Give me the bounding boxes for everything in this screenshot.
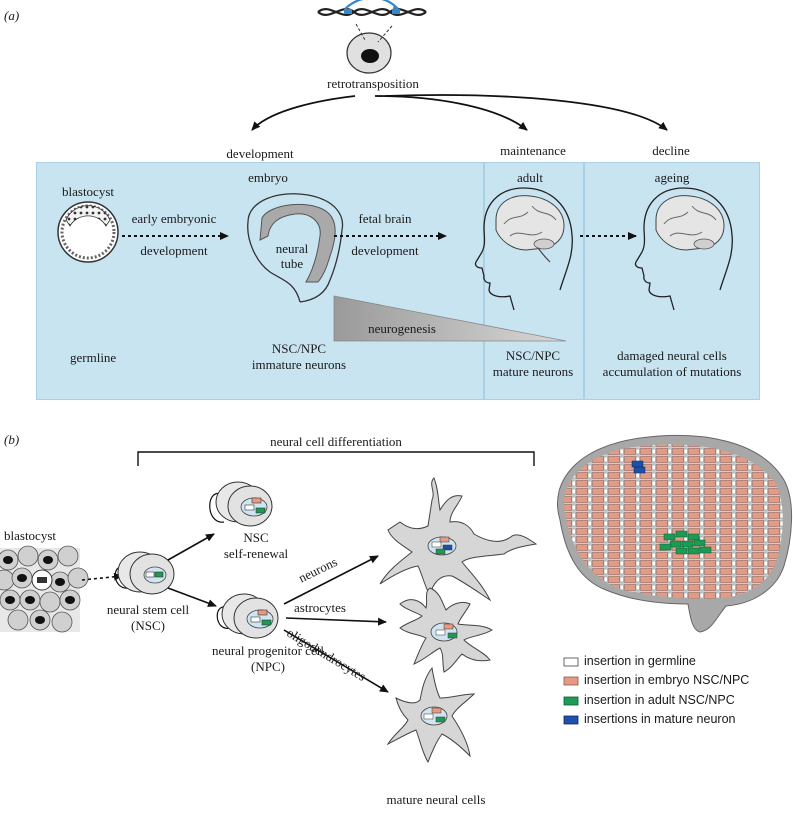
arrow-astrocytes — [285, 617, 387, 626]
legend-germline: insertion in germline — [584, 654, 696, 668]
ageing-heading: ageing — [654, 170, 690, 185]
early-dev-label-2: development — [140, 243, 208, 258]
adult-label-1: NSC/NPC — [505, 348, 561, 363]
arrow-to-decline — [384, 94, 668, 131]
blastocyst-icon — [57, 201, 119, 263]
npc-label-1: neural progenitor cell — [212, 643, 324, 658]
ageing-label-1: damaged neural cells — [617, 348, 727, 363]
neural-tube-label-1: neural — [275, 241, 309, 256]
neural-tube-icon — [247, 193, 344, 303]
nsc-label-1: neural stem cell — [106, 602, 190, 617]
nsc-cell-icon — [114, 551, 175, 595]
ageing-label-2: accumulation of mutations — [602, 364, 742, 379]
legend-swatch-embryo — [563, 676, 579, 686]
arrow-to-maintenance — [374, 95, 528, 131]
legend-mature: insertions in mature neuron — [584, 712, 736, 726]
legend-swatch-mature — [563, 715, 579, 725]
legend-adult: insertion in adult NSC/NPC — [584, 693, 735, 707]
ageing-head-icon — [634, 187, 733, 311]
neural-tube-label-2: tube — [280, 256, 304, 271]
arrow-neurons — [283, 555, 379, 605]
astrocytes-arrow-label: astrocytes — [294, 600, 346, 615]
fetal-dev-label-1: fetal brain — [358, 211, 412, 226]
brain-insertions-icon — [557, 434, 792, 633]
arrow-oligodendrocytes — [283, 629, 389, 693]
decline-label: decline — [652, 143, 690, 158]
cell-icon — [346, 23, 393, 74]
dna-helix-icon — [317, 0, 427, 16]
early-dev-label-1: early embryonic — [131, 211, 217, 226]
development-label: development — [226, 146, 294, 161]
legend-swatches — [563, 657, 579, 725]
adult-head-icon — [474, 187, 573, 311]
retrotransposition-label: retrotransposition — [327, 76, 419, 91]
dotted-arrow-to-nsc — [81, 572, 123, 581]
differentiation-bracket — [137, 451, 535, 466]
blastocyst-label-b: blastocyst — [4, 528, 56, 543]
panel-a-tag: (a) — [4, 8, 20, 23]
nsc-self-label-1: NSC — [243, 530, 269, 545]
nsc-label-2: (NSC) — [131, 618, 165, 633]
legend-embryo: insertion in embryo NSC/NPC — [584, 673, 750, 687]
npc-cell-icon — [216, 593, 279, 639]
nsc-self-label-2: self-renewal — [223, 546, 289, 561]
arrow-nsc-to-npc — [167, 587, 217, 607]
development-panel — [36, 162, 484, 400]
mature-cells-label: mature neural cells — [386, 792, 486, 807]
germline-label: germline — [70, 350, 117, 365]
legend-swatch-adult — [563, 696, 579, 706]
fetal-dev-label-2: development — [351, 243, 419, 258]
blastocyst-cells-icon — [0, 545, 89, 633]
arrow-nsc-to-self — [167, 533, 215, 561]
nsc-self-renewal-icon — [209, 481, 273, 527]
embryo-heading: embryo — [248, 170, 288, 185]
bracket-label: neural cell differentiation — [270, 434, 402, 449]
panel-b-tag: (b) — [4, 432, 20, 447]
nsc-npc-label-2: immature neurons — [251, 357, 347, 372]
adult-label-2: mature neurons — [492, 364, 574, 379]
astrocyte-icon — [399, 587, 493, 673]
arrow-to-development — [251, 95, 356, 131]
npc-label-2: (NPC) — [251, 659, 285, 674]
maintenance-label: maintenance — [500, 143, 566, 158]
legend-swatch-germline — [563, 657, 579, 667]
neuron-icon — [379, 477, 538, 602]
blastocyst-label-a: blastocyst — [62, 184, 114, 199]
oligodendrocyte-icon — [386, 666, 476, 764]
adult-heading: adult — [517, 170, 543, 185]
neurogenesis-label: neurogenesis — [368, 321, 436, 336]
nsc-npc-label-1: NSC/NPC — [271, 341, 327, 356]
neurogenesis-triangle — [333, 295, 567, 342]
